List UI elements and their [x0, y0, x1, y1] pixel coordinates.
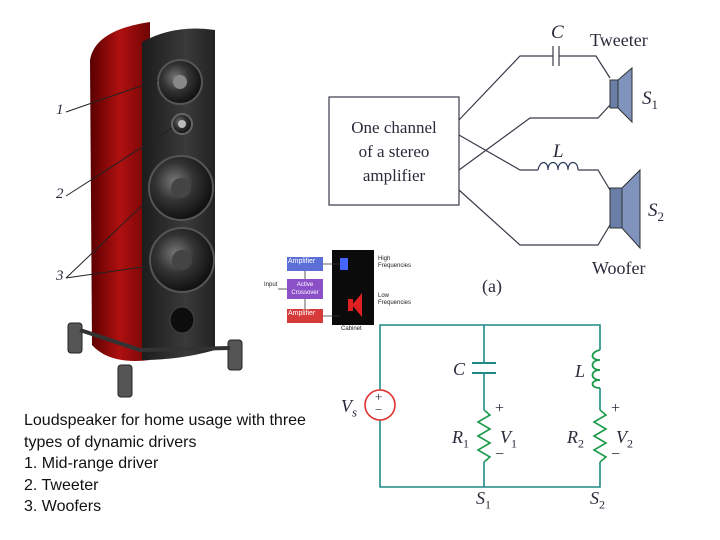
caption-item-3: 3. Woofers — [24, 498, 102, 515]
amp-bottom-label: Amplifier — [288, 310, 316, 317]
amp-label-line1: One channel — [351, 118, 437, 137]
callout-2: 2 — [56, 186, 64, 202]
crossover-block — [287, 279, 323, 299]
s1-label: S1 — [642, 88, 658, 112]
caption-title-line2: types of dynamic drivers — [24, 433, 197, 451]
source-plus: + — [375, 389, 383, 404]
cabinet-side — [90, 22, 150, 361]
v2-plus: + — [611, 400, 621, 417]
cabinet-block — [332, 250, 374, 325]
callout-lines — [65, 79, 173, 279]
callout-3: 3 — [56, 268, 64, 284]
circuit-s2-label: S2 — [590, 488, 605, 512]
amp-top-label: Amplifier — [288, 258, 316, 265]
amp-label-line3: amplifier — [362, 166, 426, 185]
caption-item-2: 2. Tweeter — [24, 476, 99, 494]
v1-plus: + — [495, 400, 505, 417]
tweeter-speaker — [609, 66, 633, 124]
circuit-l-label: L — [575, 361, 586, 381]
cabinet-label: Cabinet — [341, 326, 362, 332]
woofer-speaker — [609, 168, 641, 250]
bass-port — [169, 306, 195, 334]
s2-label: S2 — [648, 200, 664, 224]
voltage-source — [364, 389, 396, 421]
callout-1: 1 — [56, 102, 64, 118]
part-label: (a) — [482, 276, 502, 296]
v1-label: V1 — [500, 427, 517, 451]
input-label: Input — [264, 282, 278, 288]
v1-minus: − — [495, 446, 505, 463]
amp-label-line2: of a stereo — [358, 142, 430, 161]
circuit-s1-label: S1 — [476, 488, 491, 512]
amplifier-top-block — [287, 257, 323, 271]
amplifier-box — [328, 96, 460, 206]
tweeter-label: Tweeter — [590, 30, 648, 50]
capacitor-label: C — [551, 22, 564, 43]
caption-item-1: 1. Mid-range driver — [24, 455, 159, 472]
amplifier-box-label: One channel of a stereo amplifier — [329, 116, 459, 188]
r2-label: R2 — [567, 427, 584, 451]
woofer-label: Woofer — [592, 258, 646, 278]
speaker-caption: Loudspeaker for home usage with three ty… — [24, 410, 364, 518]
caption-title-line1: Loudspeaker for home usage with three — [24, 412, 306, 429]
amplifier-bottom-block — [287, 309, 323, 323]
source-minus: − — [375, 402, 383, 417]
v2-label: V2 — [616, 427, 633, 451]
r1-label: R1 — [452, 427, 469, 451]
inductor-label: L — [553, 141, 564, 162]
source-label: Vs — [341, 396, 358, 420]
speaker-feet — [67, 322, 243, 398]
circuit-c-label: C — [453, 359, 466, 379]
v2-minus: − — [611, 446, 621, 463]
